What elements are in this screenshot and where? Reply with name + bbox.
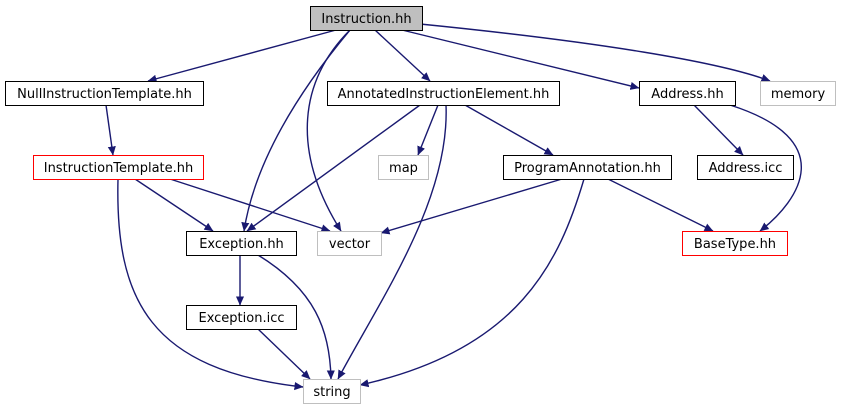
node-label-instruction: Instruction.hh: [321, 12, 411, 27]
node-box-program-annotation: [503, 155, 672, 180]
nodes-layer: Instruction.hhNullInstructionTemplate.hh…: [5, 6, 836, 404]
edge-program-annotation-to-vector: [380, 178, 563, 235]
edge-address-to-base-type: [729, 104, 802, 232]
node-box-base-type: [682, 231, 788, 256]
node-label-string: string: [313, 385, 350, 400]
edge-instruction-to-null-instruction-template: [147, 29, 337, 83]
node-program-annotation[interactable]: ProgramAnnotation.hh: [503, 155, 672, 180]
edge-instruction-template-to-exception: [134, 178, 214, 232]
edge-annotated-instruction-element-to-map: [417, 104, 439, 156]
node-box-instruction: [310, 6, 423, 31]
node-label-address: Address.hh: [651, 87, 723, 102]
node-label-instruction-template: InstructionTemplate.hh: [44, 161, 194, 176]
node-box-address-icc: [697, 155, 794, 180]
edge-annotated-instruction-element-to-program-annotation: [464, 104, 554, 156]
node-box-null-instruction-template: [5, 81, 204, 106]
node-box-exception: [186, 231, 297, 256]
edge-instruction-to-annotated-instruction-element: [374, 29, 431, 82]
edge-exception-icc-to-string: [257, 328, 311, 380]
edge-instruction-template-to-string: [117, 178, 304, 391]
node-box-address: [639, 81, 736, 106]
node-box-memory: [760, 81, 836, 106]
edge-annotated-instruction-element-to-string: [337, 104, 447, 380]
node-box-map: [378, 155, 429, 180]
node-box-annotated-instruction-element: [327, 81, 560, 106]
node-null-instruction-template[interactable]: NullInstructionTemplate.hh: [5, 81, 204, 106]
node-address[interactable]: Address.hh: [639, 81, 736, 106]
node-label-memory: memory: [771, 87, 826, 102]
edge-annotated-instruction-element-to-exception: [246, 104, 421, 232]
node-label-address-icc: Address.icc: [709, 161, 783, 176]
edge-program-annotation-to-string: [359, 178, 585, 388]
node-label-exception-icc: Exception.icc: [198, 311, 284, 326]
edge-exception-to-string: [257, 254, 335, 380]
node-exception-icc[interactable]: Exception.icc: [186, 305, 297, 330]
node-string[interactable]: string: [303, 379, 361, 404]
node-label-base-type: BaseType.hh: [694, 237, 776, 252]
node-label-exception: Exception.hh: [199, 237, 284, 252]
edge-instruction-to-exception: [241, 29, 351, 232]
edge-instruction-template-to-vector: [169, 178, 331, 233]
edge-instruction-to-vector: [306, 29, 351, 232]
node-memory[interactable]: memory: [760, 81, 836, 106]
node-box-exception-icc: [186, 305, 297, 330]
node-annotated-instruction-element[interactable]: AnnotatedInstructionElement.hh: [327, 81, 560, 106]
node-label-vector: vector: [329, 237, 371, 252]
node-base-type[interactable]: BaseType.hh: [682, 231, 788, 256]
node-box-vector: [317, 231, 382, 256]
edge-address-to-address-icc: [693, 104, 744, 156]
edge-instruction-to-memory: [419, 23, 771, 82]
edge-null-instruction-template-to-instruction-template: [105, 104, 116, 156]
edge-program-annotation-to-base-type: [607, 178, 714, 232]
node-exception[interactable]: Exception.hh: [186, 231, 297, 256]
node-label-map: map: [389, 161, 418, 176]
node-label-program-annotation: ProgramAnnotation.hh: [514, 161, 661, 176]
node-map[interactable]: map: [378, 155, 429, 180]
node-box-instruction-template: [33, 155, 204, 180]
node-label-annotated-instruction-element: AnnotatedInstructionElement.hh: [338, 87, 550, 102]
node-box-string: [303, 379, 361, 404]
node-instruction-template[interactable]: InstructionTemplate.hh: [33, 155, 204, 180]
node-vector[interactable]: vector: [317, 231, 382, 256]
node-instruction[interactable]: Instruction.hh: [310, 6, 423, 31]
node-label-null-instruction-template: NullInstructionTemplate.hh: [17, 87, 192, 102]
node-address-icc[interactable]: Address.icc: [697, 155, 794, 180]
edges-layer: [105, 23, 802, 391]
edge-instruction-to-address: [401, 29, 640, 90]
